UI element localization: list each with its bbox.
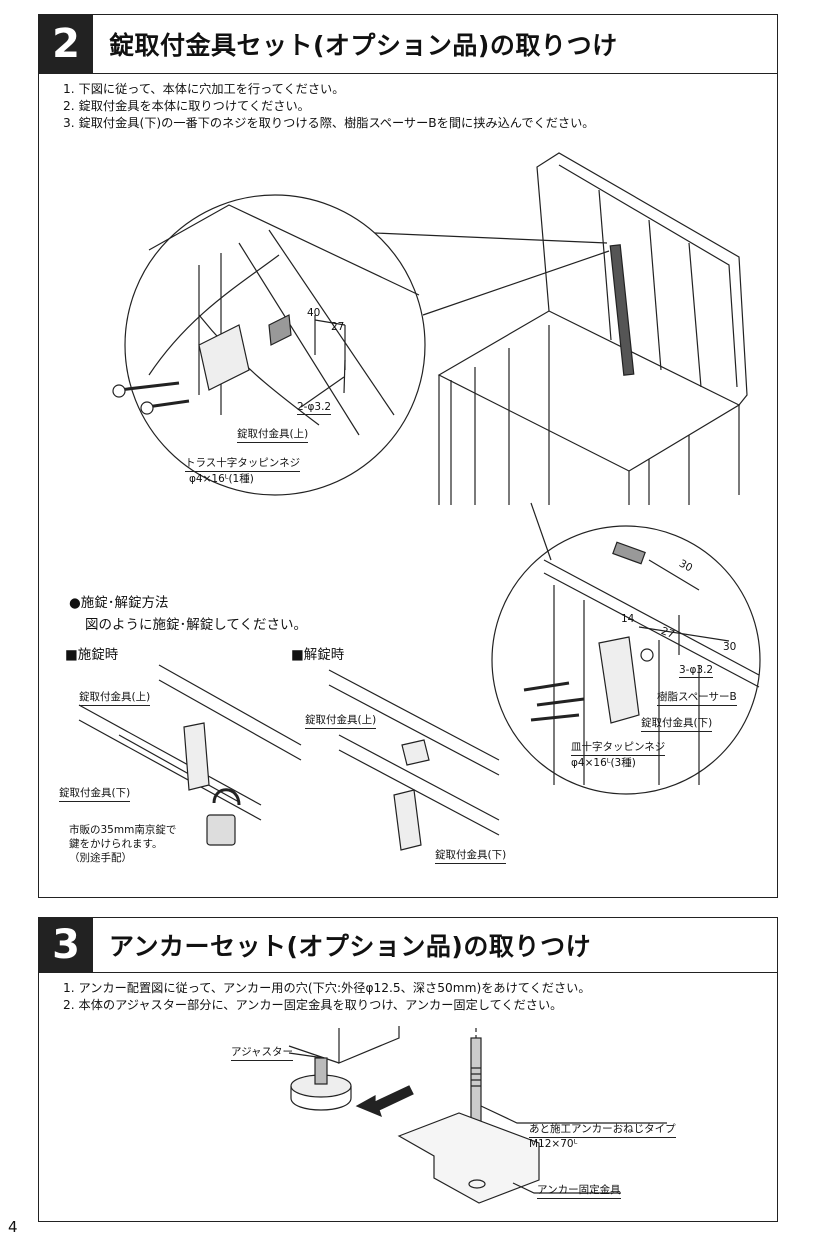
spacer-label: 樹脂スペーサーB — [657, 689, 737, 706]
section-number: 2 — [39, 15, 93, 73]
step-item: 2. 錠取付金具を本体に取りつけてください。 — [63, 99, 310, 113]
anchor-bracket-label: アンカー固定金具 — [537, 1182, 621, 1199]
adjuster-label: アジャスター — [231, 1044, 294, 1061]
section-number: 3 — [39, 918, 93, 972]
lower-bracket-label: 錠取付金具(下) — [641, 715, 713, 732]
step-item: 2. 本体のアジャスター部分に、アンカー固定金具を取りつけ、アンカー固定してくだ… — [63, 998, 563, 1012]
section-header: 3 アンカーセット(オプション品)の取りつけ — [39, 918, 777, 973]
padlock-note: 市販の35mm南京錠で 鍵をかけられます。 （別途手配） — [69, 824, 177, 864]
unlocked-lower-label: 錠取付金具(下) — [435, 847, 507, 864]
page-number: 4 — [8, 1218, 18, 1236]
anchor-bolt-label: あと施工アンカーおねじタイプ — [529, 1121, 676, 1138]
lock-method-heading: ●施錠･解錠方法 — [69, 595, 169, 611]
dimension-40: 40 — [307, 307, 321, 319]
unlocked-heading: ■解錠時 — [291, 647, 345, 663]
anchor-bolt-spec: M12×70ᴸ — [529, 1138, 578, 1150]
upper-bracket-label: 錠取付金具(上) — [237, 426, 309, 443]
truss-screw-label: トラス十字タッピンネジ — [185, 455, 301, 472]
section-title: アンカーセット(オプション品)の取りつけ — [109, 932, 592, 961]
locked-upper-label: 錠取付金具(上) — [79, 689, 151, 706]
step-item: 1. 下図に従って、本体に穴加工を行ってください。 — [63, 82, 345, 96]
locked-lower-label: 錠取付金具(下) — [59, 785, 131, 802]
step-list: 1. 下図に従って、本体に穴加工を行ってください。 2. 錠取付金具を本体に取り… — [63, 81, 594, 132]
section-anchor: 3 アンカーセット(オプション品)の取りつけ 1. アンカー配置図に従って、アン… — [38, 917, 778, 1222]
section-title: 錠取付金具セット(オプション品)の取りつけ — [109, 31, 618, 60]
lock-bracket-illustration — [78, 152, 761, 851]
truss-screw-spec: φ4×16ᴸ(1種) — [189, 473, 254, 485]
step-list: 1. アンカー配置図に従って、アンカー用の穴(下穴:外径φ12.5、深さ50mm… — [63, 980, 591, 1014]
flat-screw-label: 皿十字タッピンネジ — [571, 739, 666, 756]
dimension-27: 27 — [331, 321, 345, 333]
anchor-illustration — [288, 1026, 667, 1204]
locked-heading: ■施錠時 — [65, 647, 119, 663]
step-item: 1. アンカー配置図に従って、アンカー用の穴(下穴:外径φ12.5、深さ50mm… — [63, 981, 591, 995]
lock-method-description: 図のように施錠･解錠してください。 — [85, 617, 307, 633]
dimension-30-side: 30 — [723, 641, 737, 653]
dimension-14: 14 — [621, 613, 635, 625]
lower-hole-spec: 3-φ3.2 — [679, 664, 714, 678]
flat-screw-spec: φ4×16ᴸ(3種) — [571, 757, 636, 769]
section-lock-bracket: 2 錠取付金具セット(オプション品)の取りつけ 1. 下図に従って、本体に穴加工… — [38, 14, 778, 898]
unlocked-upper-label: 錠取付金具(上) — [305, 712, 377, 729]
step-item: 3. 錠取付金具(下)の一番下のネジを取りつける際、樹脂スペーサーBを間に挟み込… — [63, 116, 595, 130]
section-header: 2 錠取付金具セット(オプション品)の取りつけ — [39, 15, 777, 74]
hole-spec-label: 2-φ3.2 — [297, 401, 332, 415]
